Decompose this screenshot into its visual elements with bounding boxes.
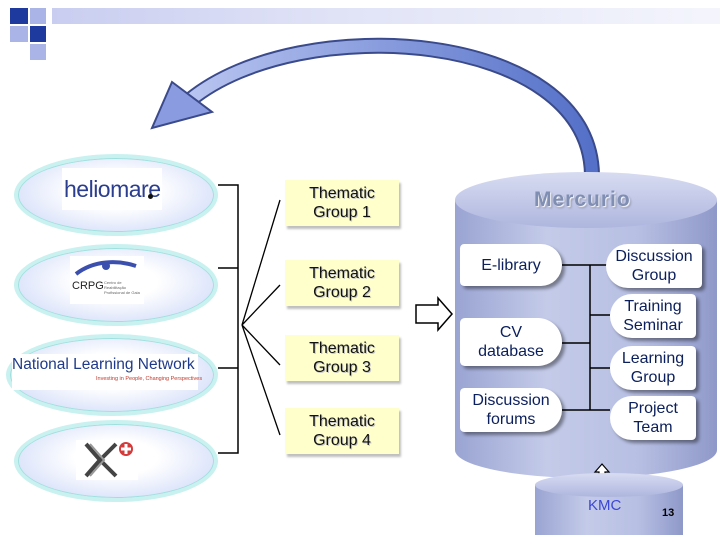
decor-square bbox=[10, 8, 28, 24]
thematic-group-4-label: Thematic Group 4 bbox=[309, 413, 375, 449]
training-seminar-label: Training Seminar bbox=[623, 298, 683, 334]
crpg-swoosh-icon bbox=[74, 260, 137, 276]
feedback-arrow-head bbox=[150, 80, 215, 130]
thematic-group-3: Thematic Group 3 bbox=[285, 335, 399, 381]
crpg-logo: CRPG Centro de Reabilitação Profissional… bbox=[70, 256, 144, 304]
mercurio-item-cv-database: CV database bbox=[460, 318, 562, 366]
mercurio-item-e-library: E-library bbox=[460, 244, 562, 286]
project-team-label: Project Team bbox=[628, 400, 678, 436]
cv-database-label: CV database bbox=[478, 324, 544, 360]
heliomare-logo: heliomare bbox=[62, 168, 162, 210]
e-library-label: E-library bbox=[481, 256, 541, 274]
thematic-group-3-label: Thematic Group 3 bbox=[309, 340, 375, 376]
decor-strip bbox=[52, 8, 720, 24]
decor-square bbox=[10, 26, 28, 42]
mercurio-title: Mercurio bbox=[534, 188, 631, 211]
right-arrow bbox=[415, 296, 453, 332]
heliomare-logo-text: heliomare bbox=[64, 176, 161, 202]
kmc-cylinder-top bbox=[535, 473, 683, 497]
crpg-logo-subtext: Centro de Reabilitação Profissional de G… bbox=[104, 280, 140, 295]
mercurio-item-training-seminar: Training Seminar bbox=[610, 294, 696, 338]
heliomare-dot-icon bbox=[148, 194, 153, 199]
discussion-group-label: Discussion Group bbox=[615, 248, 693, 284]
mercurio-item-project-team: Project Team bbox=[610, 396, 696, 440]
nln-logo-tagline: Investing in People, Changing Perspectiv… bbox=[96, 376, 203, 382]
thematic-group-1-label: Thematic Group 1 bbox=[309, 185, 375, 221]
thematic-group-2-label: Thematic Group 2 bbox=[309, 265, 375, 301]
mercurio-item-discussion-forums: Discussion forums bbox=[460, 388, 562, 432]
thematic-group-2: Thematic Group 2 bbox=[285, 260, 399, 306]
mercurio-item-learning-group: Learning Group bbox=[610, 346, 696, 390]
crpg-logo-text: CRPG bbox=[72, 280, 104, 292]
decor-square bbox=[30, 26, 46, 42]
thematic-group-1: Thematic Group 1 bbox=[285, 180, 399, 226]
page-number: 13 bbox=[662, 507, 675, 519]
mercurio-cylinder-top bbox=[455, 172, 717, 228]
kmc-label: KMC bbox=[588, 497, 622, 514]
nln-logo-title: National Learning Network bbox=[12, 356, 195, 373]
logo-bracket bbox=[218, 184, 239, 454]
nln-logo: National Learning Network Investing in P… bbox=[12, 354, 202, 390]
k-cross-logo-icon bbox=[84, 442, 133, 478]
mercurio-item-discussion-group: Discussion Group bbox=[606, 244, 702, 288]
thematic-group-4: Thematic Group 4 bbox=[285, 408, 399, 454]
discussion-forums-label: Discussion forums bbox=[472, 392, 550, 428]
learning-group-label: Learning Group bbox=[621, 350, 685, 386]
kmc-logo bbox=[76, 440, 138, 480]
decor-square bbox=[30, 8, 46, 24]
decor-square bbox=[30, 44, 46, 60]
